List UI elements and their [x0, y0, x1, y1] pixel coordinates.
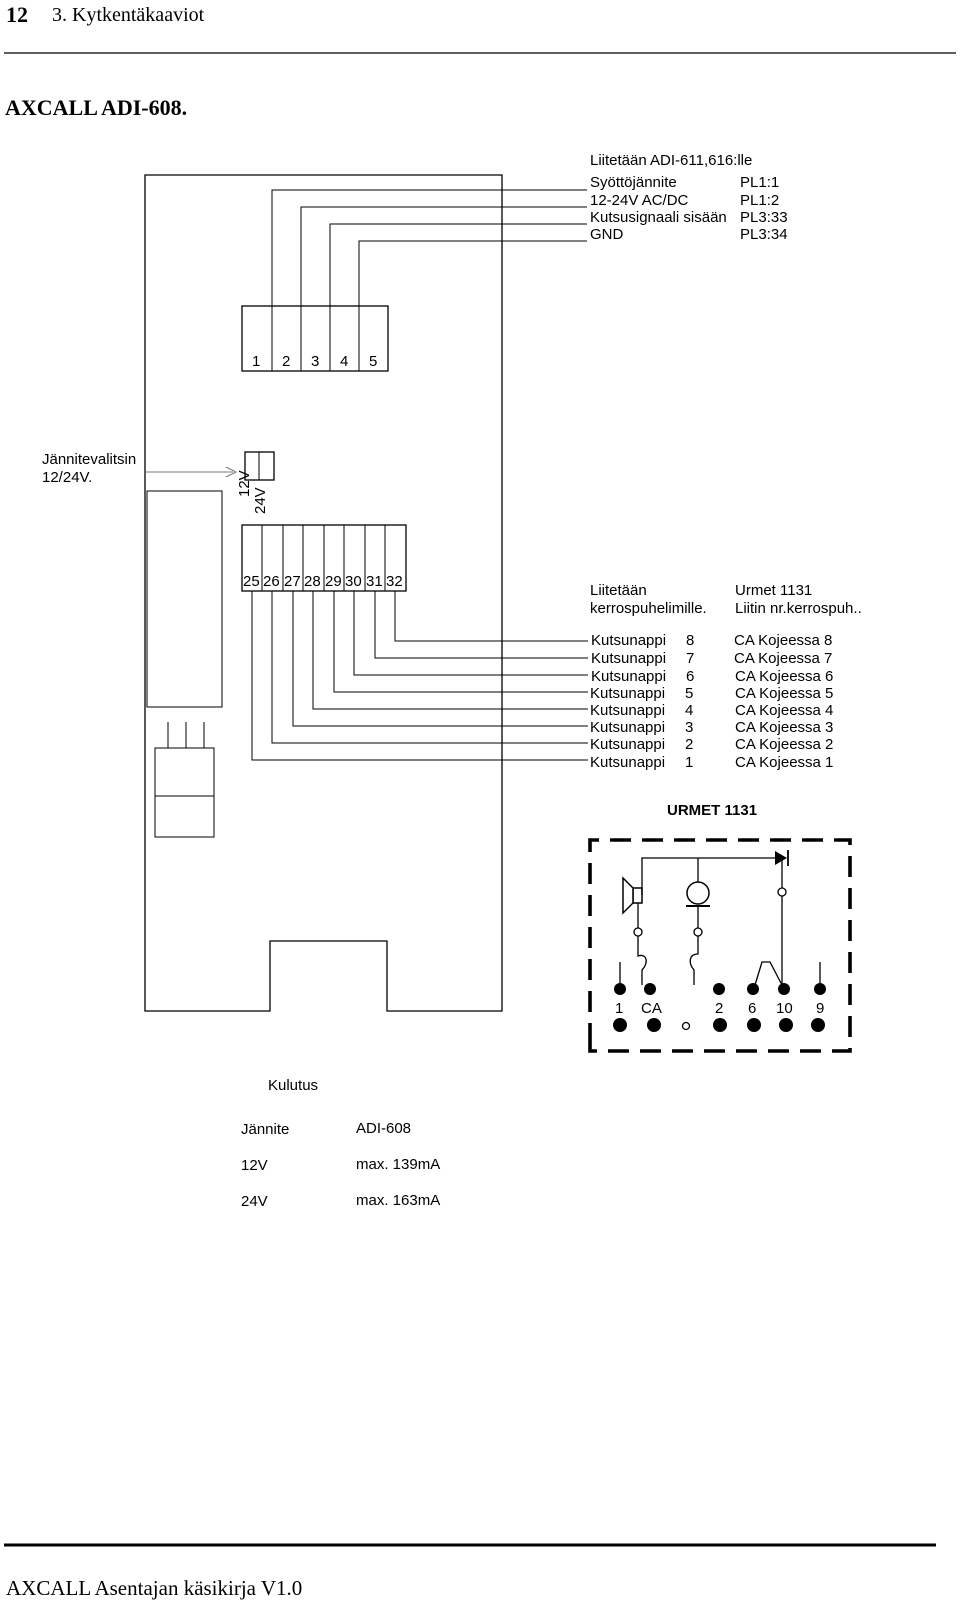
terminal-label: 31 — [366, 573, 383, 590]
consumption-voltage: 12V — [241, 1157, 268, 1174]
call-row-target: CA Kojeessa 6 — [735, 668, 834, 685]
call-row-label: Kutsunappi — [590, 754, 666, 771]
voltage-option-12v: 12V — [236, 470, 253, 497]
call-row-label: Kutsunappi — [590, 702, 666, 719]
consumption-current: max. 163mA — [356, 1192, 441, 1209]
consumption-title: Kulutus — [268, 1077, 319, 1094]
call-row-num: 8 — [686, 632, 695, 649]
call-row-target: CA Kojeessa 1 — [735, 754, 834, 771]
consumption-voltage: 24V — [241, 1193, 268, 1210]
terminal-label: 32 — [386, 573, 403, 590]
power-row-label: Syöttöjännite — [590, 174, 677, 191]
call-row-label: Kutsunappi — [590, 736, 666, 753]
board-component — [146, 490, 223, 708]
voltage-selector-label: 12/24V. — [42, 469, 93, 486]
call-row-num: 1 — [685, 754, 694, 771]
terminal-label: 2 — [282, 353, 291, 370]
connect-right-heading: Urmet 1131 — [735, 582, 813, 599]
board-outline — [144, 174, 503, 1012]
terminal-label: 30 — [345, 573, 362, 590]
terminal-label: 5 — [369, 353, 378, 370]
call-row-num: 3 — [685, 719, 694, 736]
call-row-target: CA Kojeessa 7 — [734, 650, 833, 667]
consumption-col-header: ADI-608 — [356, 1120, 412, 1137]
call-row-label: Kutsunappi — [591, 668, 667, 685]
voltage-selector-label: Jännitevalitsin — [42, 451, 137, 468]
terminal-label: 25 — [243, 573, 260, 590]
consumption-col-header: Jännite — [241, 1121, 290, 1138]
call-row-num: 2 — [685, 736, 694, 753]
urmet-terminal-label: 9 — [816, 1000, 825, 1017]
terminal-label: 1 — [252, 353, 261, 370]
call-row-num: 5 — [685, 685, 694, 702]
urmet-terminal-label: 1 — [615, 1000, 624, 1017]
call-row-target: CA Kojeessa 3 — [735, 719, 834, 736]
urmet-terminal-label: 10 — [776, 1000, 793, 1017]
terminal-label: 27 — [284, 573, 301, 590]
power-row-pin: PL1:2 — [740, 192, 780, 209]
chapter-title: 3. Kytkentäkaaviot — [52, 4, 205, 26]
page-title: AXCALL ADI-608. — [5, 95, 188, 120]
call-row-num: 4 — [685, 702, 694, 719]
call-row-label: Kutsunappi — [590, 719, 666, 736]
page-number: 12 — [6, 2, 28, 27]
power-row-label: GND — [590, 226, 624, 243]
board-connector — [154, 747, 215, 838]
call-row-label: Kutsunappi — [590, 685, 666, 702]
power-row-pin: PL3:34 — [740, 226, 788, 243]
consumption-current: max. 139mA — [356, 1156, 441, 1173]
terminal-label: 28 — [304, 573, 321, 590]
connect-right-heading: Liitin nr.kerrospuh.. — [735, 600, 862, 617]
connect-left-heading: Liitetään — [590, 582, 647, 599]
call-row-label: Kutsunappi — [591, 632, 667, 649]
call-row-label: Kutsunappi — [591, 650, 667, 667]
power-heading: Liitetään ADI-611,616:lle — [590, 152, 753, 169]
terminal-label: 26 — [263, 573, 280, 590]
voltage-option-24v: 24V — [252, 487, 269, 514]
call-row-num: 6 — [686, 668, 695, 685]
call-row-num: 7 — [686, 650, 695, 667]
urmet-terminal-label: 6 — [748, 1000, 757, 1017]
power-row-label: Kutsusignaali sisään — [590, 209, 727, 226]
power-row-pin: PL3:33 — [740, 209, 788, 226]
terminal-label: 4 — [340, 353, 349, 370]
connect-left-heading: kerrospuhelimille. — [590, 600, 707, 617]
call-row-target: CA Kojeessa 4 — [735, 702, 834, 719]
call-row-target: CA Kojeessa 2 — [735, 736, 834, 753]
call-row-target: CA Kojeessa 5 — [735, 685, 834, 702]
urmet-terminal-label: 2 — [715, 1000, 724, 1017]
power-row-pin: PL1:1 — [740, 174, 780, 191]
terminal-label: 3 — [311, 353, 320, 370]
terminal-block-top — [241, 305, 389, 372]
call-row-target: CA Kojeessa 8 — [734, 632, 833, 649]
terminal-label: 29 — [325, 573, 342, 590]
urmet-title: URMET 1131 — [667, 802, 758, 819]
power-row-label: 12-24V AC/DC — [590, 192, 689, 209]
footer-text: AXCALL Asentajan käsikirja V1.0 — [6, 1576, 303, 1600]
urmet-terminal-label: CA — [641, 1000, 662, 1017]
